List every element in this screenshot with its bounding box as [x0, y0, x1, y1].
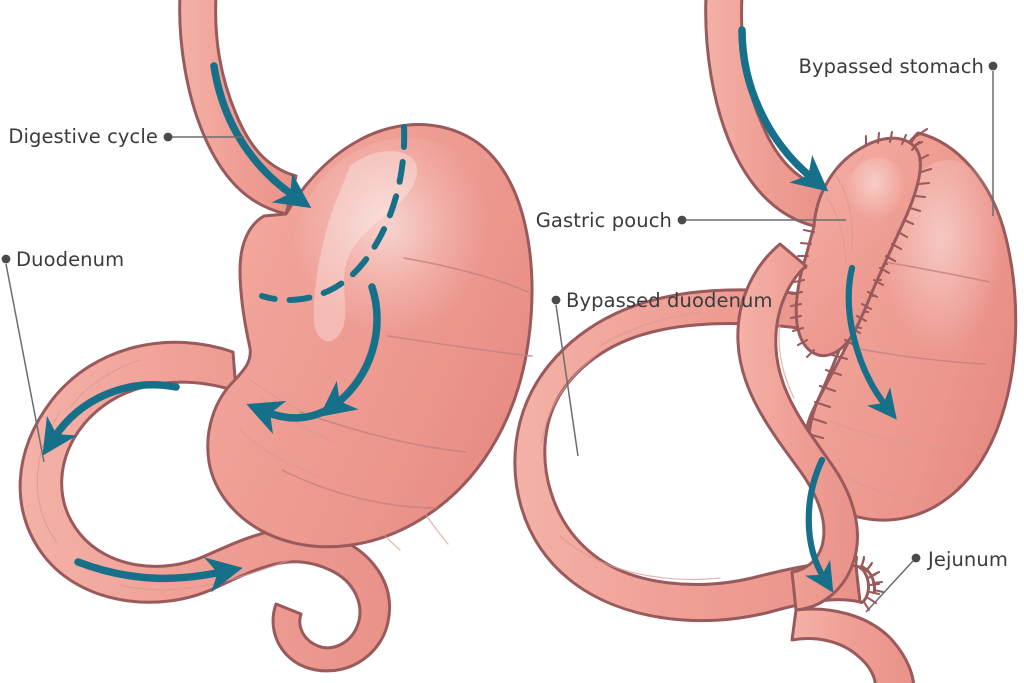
- label-duodenum-dot: [1, 254, 11, 264]
- label-bypassed-duodenum-text: Bypassed duodenum: [566, 289, 773, 312]
- right-pouch-staples-left: [789, 228, 816, 359]
- right-flow-roux-upper: [845, 264, 897, 420]
- label-duodenum-leader: [5, 263, 45, 463]
- label-digestive-cycle[interactable]: Digestive cycle: [8, 125, 244, 148]
- label-bypassed-duodenum-leader: [555, 304, 579, 457]
- left-flow-jejunum: [74, 557, 243, 593]
- right-flow-roux-lower: [805, 456, 834, 593]
- left-duodenum-tube: [18, 340, 391, 673]
- label-bypassed-duodenum-dot: [551, 295, 561, 305]
- label-bypassed-duodenum[interactable]: Bypassed duodenum: [551, 289, 773, 457]
- label-jejunum-text: Jejunum: [926, 548, 1008, 571]
- left-stomach-fundus-sheen: [313, 151, 418, 342]
- left-flow-antrum-left: [246, 400, 340, 435]
- right-flow-arrows: [738, 26, 897, 593]
- label-gastric-pouch[interactable]: Gastric pouch: [536, 209, 846, 232]
- right-bypassed-stomach-highlight: [880, 160, 1016, 420]
- label-jejunum-leader: [865, 560, 914, 613]
- label-jejunum-dot: [911, 553, 921, 563]
- annotation-layer: Digestive cycle Duodenum Bypassed stomac…: [1, 55, 1008, 613]
- right-pouch-group: [704, 0, 933, 359]
- label-gastric-pouch-text: Gastric pouch: [536, 209, 672, 232]
- left-stomach-highlight: [290, 138, 526, 398]
- left-flow-stomach-down: [319, 283, 381, 417]
- left-flow-duodenum-loop: [42, 381, 180, 456]
- label-digestive-cycle-dot: [163, 132, 173, 142]
- label-bypassed-stomach-text: Bypassed stomach: [799, 55, 985, 78]
- label-bypassed-stomach[interactable]: Bypassed stomach: [799, 55, 998, 216]
- right-jejunal-stump-outline: [859, 564, 876, 595]
- right-duodenum-blind-end: [855, 564, 870, 604]
- label-jejunum[interactable]: Jejunum: [865, 548, 1008, 613]
- left-stomach-group: [178, 0, 534, 551]
- right-jejunal-limb-group: [854, 553, 885, 595]
- left-duodenum-shade-3: [69, 359, 141, 409]
- right-jejunal-staples: [854, 553, 885, 594]
- panel-right-post-bypass: [513, 0, 1018, 683]
- label-digestive-cycle-text: Digestive cycle: [8, 125, 158, 148]
- left-dashed-cut-line: [259, 124, 408, 303]
- right-pouch-staples-right: [843, 130, 933, 347]
- right-roux-distal: [790, 607, 915, 683]
- label-bypassed-stomach-dot: [988, 61, 998, 71]
- right-roux-limb: [736, 242, 859, 612]
- label-duodenum-text: Duodenum: [16, 248, 124, 271]
- panel-left-normal-anatomy: [18, 0, 534, 673]
- left-flow-esophagus: [210, 62, 312, 209]
- label-gastric-pouch-dot: [677, 215, 687, 225]
- label-duodenum[interactable]: Duodenum: [1, 248, 125, 463]
- right-pouch-highlight: [844, 158, 912, 242]
- right-flow-esophagus: [738, 26, 829, 192]
- right-roux-limb-group: [736, 242, 915, 683]
- left-flow-arrows: [42, 62, 381, 593]
